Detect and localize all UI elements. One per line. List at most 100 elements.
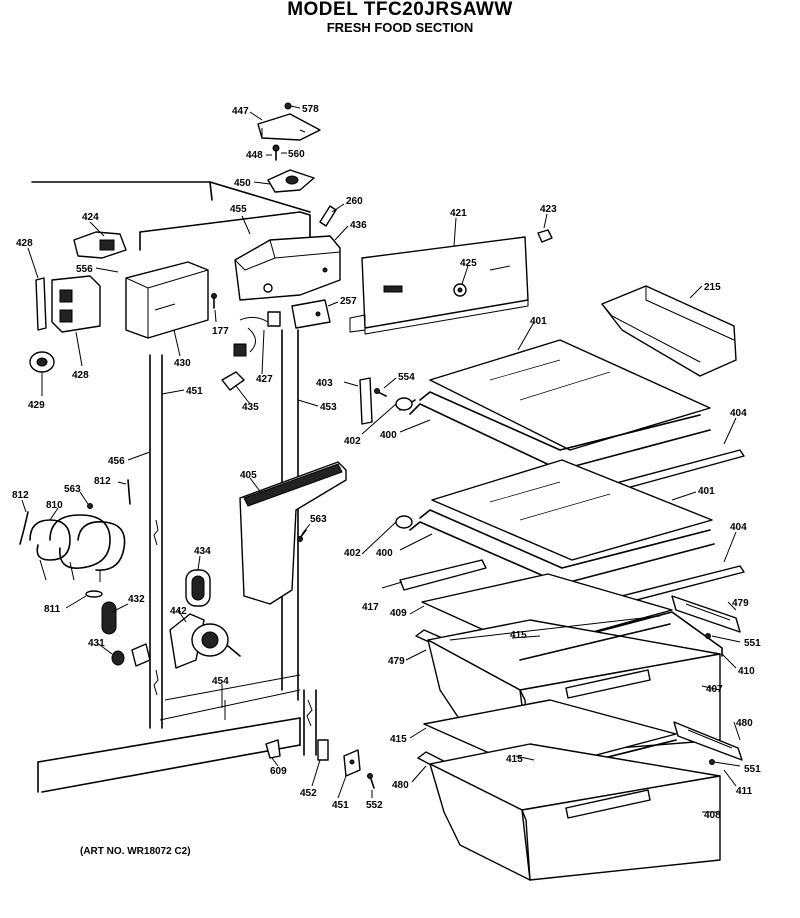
- part-609-cam: [265, 739, 281, 759]
- part-452-bracket: [317, 739, 329, 761]
- label-456: 456: [108, 456, 125, 467]
- part-563-screw-left: [87, 503, 93, 509]
- label-448: 448: [246, 150, 263, 161]
- part-257-switch: [291, 299, 331, 329]
- part-432-tube: [131, 643, 151, 667]
- label-811: 811: [44, 604, 61, 615]
- part-480-slide-right: [673, 721, 743, 761]
- part-403-bracket: [359, 377, 373, 425]
- label-554: 554: [398, 372, 415, 383]
- part-552-screw: [367, 773, 375, 789]
- part-434-trough: [185, 569, 211, 607]
- label-425: 425: [460, 258, 477, 269]
- label-409: 409: [390, 608, 407, 619]
- part-811-clip: [85, 590, 103, 598]
- part-430-control-box: [125, 261, 209, 339]
- label-453: 453: [320, 402, 337, 413]
- part-442-fan-motor: [169, 613, 241, 669]
- part-429-grommet: [29, 351, 55, 373]
- label-403: 403: [316, 378, 333, 389]
- label-432: 432: [128, 594, 145, 605]
- label-430: 430: [174, 358, 191, 369]
- label-402-lower: 402: [344, 548, 361, 559]
- label-404-upper: 404: [730, 408, 747, 419]
- label-415-bottom: 415: [506, 754, 523, 765]
- label-551-top: 551: [744, 638, 761, 649]
- label-215: 215: [704, 282, 721, 293]
- part-810-heater: [29, 514, 126, 582]
- label-423: 423: [540, 204, 557, 215]
- part-450-socket: [267, 169, 315, 193]
- label-400-upper: 400: [380, 430, 397, 441]
- part-402-clip-lower: [395, 515, 413, 529]
- part-421-control-panel: [349, 236, 529, 335]
- label-447: 447: [232, 106, 249, 117]
- label-428-top: 428: [16, 238, 33, 249]
- label-257: 257: [340, 296, 357, 307]
- part-812-wire-a: [19, 511, 29, 545]
- part-215-bin: [601, 285, 737, 377]
- part-408-drawer: [429, 743, 721, 881]
- cabinet-liner: [31, 181, 311, 793]
- label-442: 442: [170, 606, 187, 617]
- part-551-screw-b: [709, 759, 715, 765]
- part-479-slide-right: [671, 595, 741, 633]
- label-578: 578: [302, 104, 319, 115]
- part-423-knob: [537, 229, 553, 243]
- label-452: 452: [300, 788, 317, 799]
- part-431-grommet: [111, 650, 125, 666]
- label-810: 810: [46, 500, 63, 511]
- upper-shelf-401: [429, 339, 711, 451]
- label-417: 417: [362, 602, 379, 613]
- label-427: 427: [256, 374, 273, 385]
- leader-lines: [21, 105, 741, 813]
- lower-shelf-401: [431, 459, 713, 561]
- label-451-hinge: 451: [332, 800, 349, 811]
- part-578-screw: [284, 102, 292, 110]
- part-563-screw: [297, 529, 307, 542]
- label-450: 450: [234, 178, 251, 189]
- label-400-lower: 400: [376, 548, 393, 559]
- part-405-duct: [239, 461, 347, 605]
- part-436-housing: [234, 235, 341, 301]
- label-177: 177: [212, 326, 229, 337]
- label-421: 421: [450, 208, 467, 219]
- label-479-left: 479: [388, 656, 405, 667]
- art-number: (ART NO. WR18072 C2): [80, 846, 191, 857]
- part-428-bracket: [35, 277, 47, 331]
- label-434: 434: [194, 546, 211, 557]
- label-424: 424: [82, 212, 99, 223]
- part-410-cover-frame: [527, 611, 723, 657]
- label-480-right: 480: [736, 718, 753, 729]
- label-479-right: 479: [732, 598, 749, 609]
- label-260: 260: [346, 196, 363, 207]
- part-424-thermostat: [73, 231, 127, 259]
- label-407: 407: [706, 684, 723, 695]
- part-177-screw: [211, 293, 217, 309]
- label-480-left: 480: [392, 780, 409, 791]
- part-554-screw: [374, 388, 387, 397]
- part-432-sleeve: [101, 601, 117, 635]
- part-435-clip: [221, 371, 245, 391]
- label-563-left: 563: [64, 484, 81, 495]
- label-401-upper: 401: [530, 316, 547, 327]
- label-408: 408: [704, 810, 721, 821]
- part-402-clip-upper: [395, 397, 413, 411]
- part-451-hinge: [343, 749, 361, 777]
- label-552: 552: [366, 800, 383, 811]
- label-436: 436: [350, 220, 367, 231]
- label-560: 560: [288, 149, 305, 160]
- section-title: FRESH FOOD SECTION: [326, 20, 474, 35]
- model-title: MODEL TFC20JRSAWW: [287, 0, 513, 20]
- label-410: 410: [738, 666, 755, 677]
- label-401-lower: 401: [698, 486, 715, 497]
- label-435: 435: [242, 402, 259, 413]
- part-415-gasket-a: [519, 623, 671, 661]
- label-404-lower: 404: [730, 522, 747, 533]
- label-563-duct: 563: [310, 514, 327, 525]
- label-428-bottom: 428: [72, 370, 89, 381]
- label-402-upper: 402: [344, 436, 361, 447]
- label-609: 609: [270, 766, 287, 777]
- left-rail-451: [149, 354, 163, 729]
